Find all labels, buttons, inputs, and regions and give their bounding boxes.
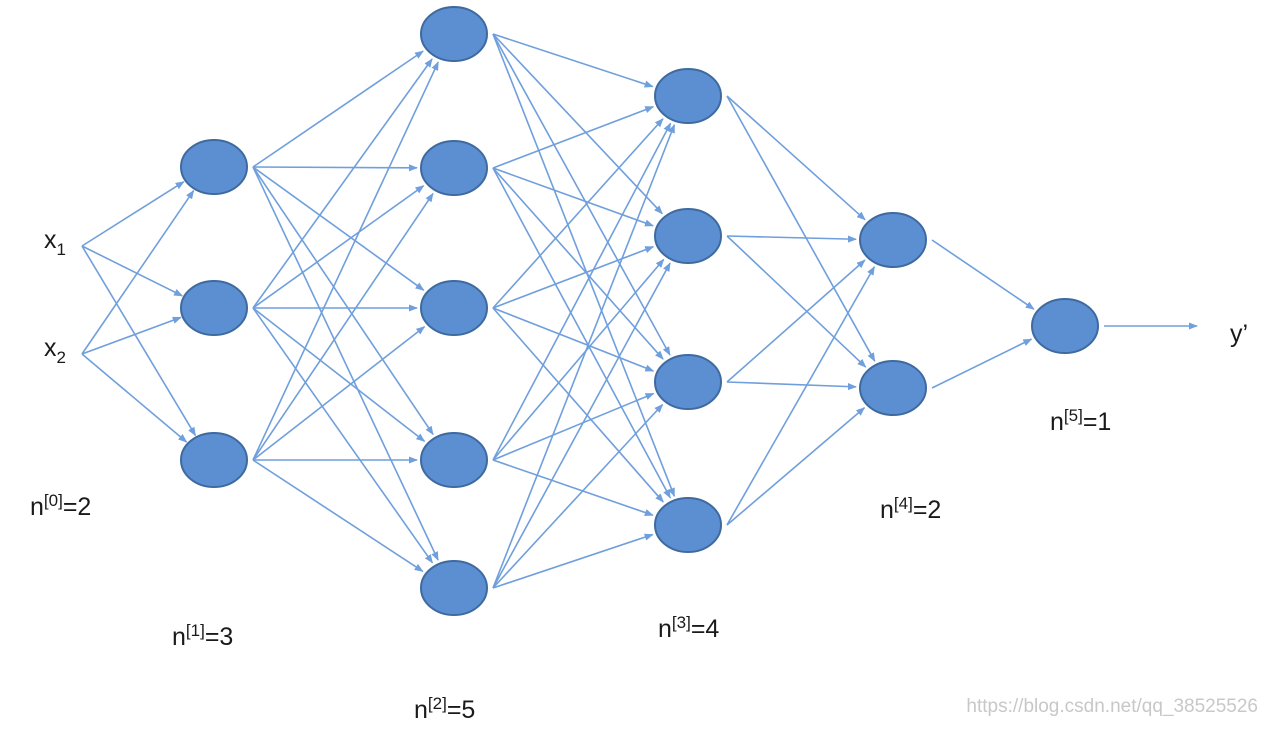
edge-l2n5-to-l3n4 xyxy=(492,533,654,589)
edge-l2n3-to-l3n3 xyxy=(492,307,655,372)
edge-l2n4-to-l3n2 xyxy=(492,258,665,461)
edge-input1-to-l1n1 xyxy=(81,181,185,247)
edge-l3n3-to-l4n2 xyxy=(726,381,857,391)
layer-label-1: n[1]=3 xyxy=(172,622,234,651)
edge-l2n2-to-l3n3 xyxy=(492,167,664,360)
input-label-x2-sub: 2 xyxy=(56,348,66,367)
layer-label-4: n[4]=2 xyxy=(880,495,942,524)
node-layer3-2 xyxy=(654,208,722,264)
edge-l2n2-to-l3n1 xyxy=(492,105,655,169)
edge-input1-to-l1n2 xyxy=(81,245,184,297)
edge-l3n2-to-l4n2 xyxy=(726,235,867,368)
input-label-x1-sub: 1 xyxy=(56,240,66,259)
edge-l2n4-to-l3n3 xyxy=(492,392,655,461)
edge-input1-to-l1n3 xyxy=(81,245,197,437)
watermark: https://blog.csdn.net/qq_38525526 xyxy=(966,696,1258,717)
edge-l1n1-to-l2n2 xyxy=(252,164,418,172)
layer-label-3-sup: [3] xyxy=(671,613,691,632)
edge-l1n2-to-l2n5 xyxy=(252,307,434,564)
input-label-x2-base: x xyxy=(44,334,57,362)
edge-l1n3-to-l2n3 xyxy=(252,326,426,461)
edge-input2-to-l1n3 xyxy=(81,353,188,443)
node-layer1-3 xyxy=(180,432,248,488)
node-layer2-1 xyxy=(420,6,488,62)
layer-label-0-tail: =2 xyxy=(62,493,92,521)
edge-l3n4-to-l4n2 xyxy=(726,407,866,526)
edge-l2n5-to-l3n3 xyxy=(492,403,664,589)
node-layer5-1 xyxy=(1031,298,1099,354)
edge-l4n2-to-l5n1 xyxy=(931,338,1033,389)
layer-label-1-base: n xyxy=(172,623,186,651)
layer-label-1-sup: [1] xyxy=(185,621,205,640)
layer-label-0: n[0]=2 xyxy=(30,492,92,521)
edge-l3n2-to-l4n1 xyxy=(726,235,857,243)
edge-l1n2-to-l2n2 xyxy=(252,185,425,309)
layer-label-2-base: n xyxy=(414,696,428,724)
edge-l3n3-to-l4n1 xyxy=(726,259,866,383)
layer-label-0-base: n xyxy=(30,493,44,521)
layer-label-5-tail: =1 xyxy=(1082,408,1112,436)
layer-label-5-base: n xyxy=(1050,408,1064,436)
layer-label-5-sup: [5] xyxy=(1063,406,1083,425)
layer-label-4-base: n xyxy=(880,496,894,524)
node-layer1-2 xyxy=(180,280,248,336)
edge-l2n1-to-l3n2 xyxy=(492,33,663,215)
edge-l1n1-to-l2n1 xyxy=(252,50,424,168)
node-layer3-4 xyxy=(654,497,722,553)
layer-label-2-sup: [2] xyxy=(427,694,447,713)
edge-l2n1-to-l3n3 xyxy=(492,33,671,356)
edge-l2n2-to-l3n4 xyxy=(492,167,671,499)
edge-l2n2-to-l3n2 xyxy=(492,167,654,227)
edge-l3n1-to-l4n2 xyxy=(726,95,876,362)
node-layer2-2 xyxy=(420,140,488,196)
output-label: y’ xyxy=(1230,320,1249,348)
edge-l1n1-to-l2n5 xyxy=(252,166,439,561)
layer-label-3: n[3]=4 xyxy=(658,614,720,643)
layer-label-1-tail: =3 xyxy=(204,623,234,651)
layer-label-4-sup: [4] xyxy=(893,494,913,513)
input-label-x1: x1 xyxy=(44,226,66,259)
node-layer2-5 xyxy=(420,560,488,616)
edge-l2n3-to-l3n2 xyxy=(492,245,655,309)
edge-l4n1-to-l5n1 xyxy=(931,239,1035,310)
layer-label-2: n[2]=5 xyxy=(414,695,476,724)
layer-label-0-sup: [0] xyxy=(43,491,63,510)
layer-label-4-tail: =2 xyxy=(912,496,942,524)
edge-l1n2-to-l2n4 xyxy=(252,307,426,442)
layer-label-3-tail: =4 xyxy=(690,615,720,643)
edge-l1n3-to-l2n1 xyxy=(252,61,439,461)
input-label-x2: x2 xyxy=(44,334,66,367)
node-layer4-1 xyxy=(859,212,927,268)
edge-l1n1-to-l2n3 xyxy=(252,166,425,291)
layer-label-2-tail: =5 xyxy=(446,696,476,724)
edge-l2n5-to-l3n1 xyxy=(492,123,676,589)
edge-input2-to-l1n2 xyxy=(81,316,182,355)
edge-l3n4-to-l4n1 xyxy=(726,266,876,526)
edge-l1n3-to-l2n2 xyxy=(252,192,434,461)
edge-l1n1-to-l2n4 xyxy=(252,166,434,436)
edge-l3n1-to-l4n1 xyxy=(726,95,866,221)
edge-l2n3-to-l3n4 xyxy=(492,307,664,503)
edge-l2n3-to-l3n1 xyxy=(492,118,664,309)
edge-l1n2-to-l2n1 xyxy=(252,58,433,309)
edge-l2n4-to-l3n4 xyxy=(492,459,654,516)
node-layer3-3 xyxy=(654,354,722,410)
edge-l2n5-to-l3n2 xyxy=(492,262,671,589)
node-layer2-3 xyxy=(420,280,488,336)
edge-input2-to-l1n1 xyxy=(81,189,195,355)
node-layer3-1 xyxy=(654,68,722,124)
layer-label-3-base: n xyxy=(658,615,672,643)
node-layer1-1 xyxy=(180,139,248,195)
node-layer2-4 xyxy=(420,432,488,488)
edge-l2n1-to-l3n1 xyxy=(492,33,654,88)
node-layer4-2 xyxy=(859,360,927,416)
edge-l2n4-to-l3n1 xyxy=(492,122,672,461)
layer-label-5: n[5]=1 xyxy=(1050,407,1112,436)
edge-l2n1-to-l3n4 xyxy=(492,33,676,498)
edge-l1n3-to-l2n5 xyxy=(252,459,424,573)
input-label-x1-base: x xyxy=(44,226,57,254)
